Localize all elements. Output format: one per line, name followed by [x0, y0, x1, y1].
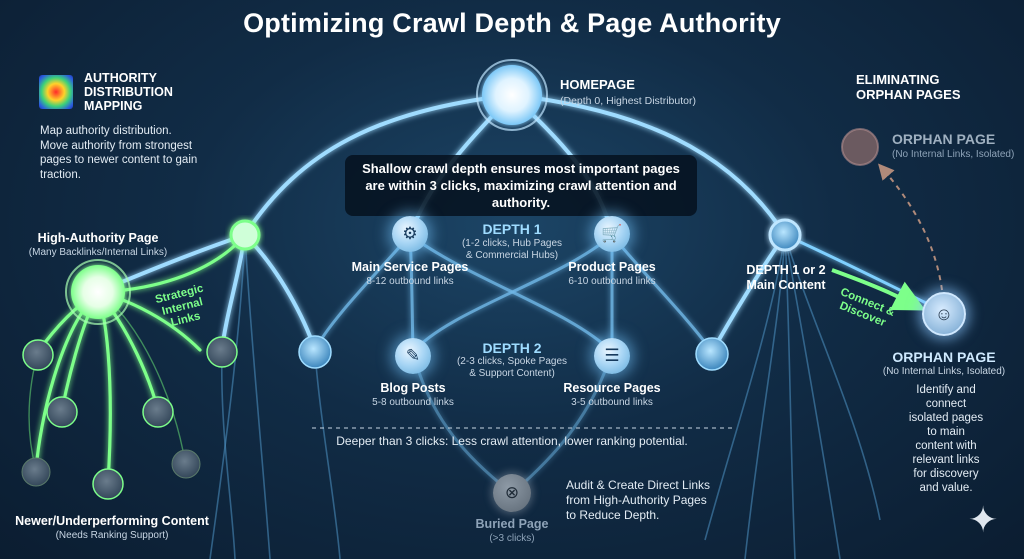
product-label: Product Pages — [568, 260, 656, 274]
newer-content-sub: (Needs Ranking Support) — [55, 530, 169, 541]
green-link-3 — [96, 290, 112, 484]
newer-content-label: Newer/Underperforming Content — [15, 514, 209, 528]
document-icon[interactable]: ✎ — [395, 338, 431, 374]
newer-content-node-3[interactable] — [142, 396, 174, 428]
authority-mapping-body: Map authority distribution. Move authori… — [40, 125, 198, 181]
homepage-sub: (Depth 0, Highest Distributor) — [560, 95, 696, 107]
homepage-node[interactable] — [482, 65, 542, 125]
link-resource-to-buried — [515, 351, 614, 492]
gears-icon[interactable]: ⚙ — [392, 216, 428, 252]
newer-content-node-6[interactable] — [171, 449, 201, 479]
orphan-dashed-arrow — [878, 163, 943, 291]
depth2-label: DEPTH 2 — [482, 340, 542, 356]
stack-icon[interactable]: ☰ — [594, 338, 630, 374]
left-hub-node[interactable] — [229, 219, 261, 251]
main-service-sub: 8-12 outbound links — [366, 276, 454, 287]
depth1-label: DEPTH 1 — [482, 221, 542, 237]
orphan-bottom-label: ORPHAN PAGE — [892, 349, 996, 365]
newer-content-node-4[interactable] — [92, 468, 124, 500]
resource-label: Resource Pages — [563, 381, 661, 395]
orphan-top-label: ORPHAN PAGE — [892, 131, 996, 147]
orphan-bottom-sub: (No Internal Links, Isolated) — [882, 366, 1006, 377]
link-service-to-left — [313, 234, 412, 351]
orphan-top-node[interactable] — [841, 128, 879, 166]
right-hub-node[interactable] — [768, 218, 802, 252]
orphan-top-sub: (No Internal Links, Isolated) — [892, 149, 1015, 160]
newer-content-node-2[interactable] — [46, 396, 78, 428]
homepage-label: HOMEPAGE — [560, 77, 635, 92]
product-sub: 6-10 outbound links — [568, 276, 656, 287]
deeper-note: Deeper than 3 clicks: Less crawl attenti… — [336, 434, 688, 448]
orphan-bottom-body: Identify and connect isolated pages to m… — [908, 384, 984, 494]
eliminating-heading: ELIMINATING ORPHAN PAGES — [856, 72, 961, 102]
left-branch-node-2[interactable] — [298, 335, 332, 369]
main-service-label: Main Service Pages — [351, 260, 469, 274]
high-authority-node[interactable] — [71, 265, 125, 319]
heatmap-icon — [39, 75, 73, 109]
cart-icon[interactable]: 🛒 — [594, 216, 630, 252]
authority-mapping-heading: AUTHORITY DISTRIBUTION MAPPING — [84, 71, 173, 113]
link-home-to-right — [510, 93, 787, 237]
magnifier-x-icon[interactable]: ⊗ — [493, 474, 531, 512]
audit-note: Audit & Create Direct Links from High-Au… — [566, 478, 711, 522]
left-branch-node-1[interactable] — [206, 336, 238, 368]
page-title: Optimizing Crawl Depth & Page Authority — [243, 8, 781, 38]
connect-arrow — [831, 268, 926, 311]
newer-content-node-1[interactable] — [22, 339, 54, 371]
link-service-to-blog — [408, 234, 415, 353]
sparkle-icon: ✦ — [968, 499, 999, 540]
link-blog-to-buried — [411, 351, 509, 492]
blog-label: Blog Posts — [380, 381, 446, 395]
newer-content-node-5[interactable] — [21, 457, 51, 487]
resource-sub: 3-5 outbound links — [571, 397, 653, 408]
depth1-sub: (1-2 clicks, Hub Pages & Commercial Hubs… — [461, 238, 563, 261]
depth2-sub: (2-3 clicks, Spoke Pages & Support Conte… — [456, 356, 568, 379]
link-home-to-left — [243, 93, 514, 237]
buried-label: Buried Page — [475, 517, 549, 531]
buried-sub: (>3 clicks) — [489, 533, 535, 544]
high-authority-sub: (Many Backlinks/Internal Links) — [28, 247, 168, 258]
crawl-depth-callout: Shallow crawl depth ensures most importa… — [345, 155, 697, 216]
link-service-to-resource — [409, 233, 614, 354]
link-product-to-blog — [411, 233, 613, 353]
blog-sub: 5-8 outbound links — [372, 397, 454, 408]
ghost-icon[interactable]: ☺ — [922, 292, 966, 336]
link-product-to-right — [610, 234, 714, 353]
link-left-branch-2 — [243, 233, 317, 352]
right-branch-node[interactable] — [695, 337, 729, 371]
depth-1-or-2-label: DEPTH 1 or 2 Main Content — [746, 263, 826, 292]
high-authority-label: High-Authority Page — [37, 231, 159, 245]
